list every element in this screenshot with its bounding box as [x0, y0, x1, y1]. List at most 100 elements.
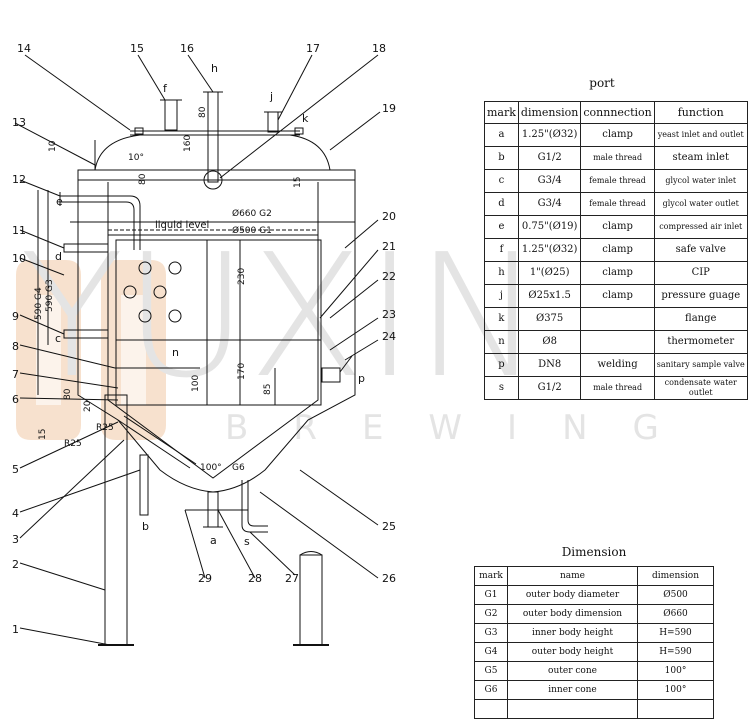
port-header-function: function — [653, 101, 748, 124]
dim-mark: G3 — [474, 623, 508, 643]
callout-1: 1 — [12, 623, 19, 636]
callout-24: 24 — [382, 330, 396, 343]
port-connection — [580, 330, 655, 354]
dim-mark: G1 — [474, 585, 508, 605]
port-dimension: G3/4 — [517, 192, 582, 216]
callout-4: 4 — [12, 507, 19, 520]
port-c — [63, 329, 109, 339]
port-connection: clamp — [580, 215, 655, 239]
dim-mark: G6 — [474, 680, 508, 700]
port-mark: k — [484, 307, 519, 331]
callout-29: 29 — [198, 572, 212, 585]
port-connection: female thread — [580, 169, 655, 193]
dimension-table-title: Dimension — [561, 545, 627, 559]
port-dimension: G1/2 — [517, 376, 582, 400]
port-mark: s — [484, 376, 519, 400]
port-function: glycol water inlet — [653, 169, 748, 193]
port-header-dimension: dimension — [517, 101, 582, 124]
port-j-nozzle — [267, 111, 279, 133]
tank-technical-drawing: 1 2 3 4 5 6 7 8 9 10 11 12 13 14 15 16 1… — [12, 42, 396, 646]
leg-right — [299, 554, 323, 646]
cip-spray-ball — [203, 170, 223, 190]
dim-header-mark: mark — [474, 566, 508, 586]
dim-value: H=590 — [637, 642, 714, 662]
port-b-nozzle — [139, 454, 149, 516]
dim-name: inner cone — [507, 680, 638, 700]
dim-value: Ø660 — [637, 604, 714, 624]
callout-14: 14 — [17, 42, 31, 55]
dim-d500: Ø500 G1 — [232, 225, 272, 236]
dim-h160: 160 — [183, 135, 193, 152]
callout-6: 6 — [12, 393, 19, 406]
dim-h170: 170 — [237, 363, 247, 380]
callout-7: 7 — [12, 368, 19, 381]
callout-19: 19 — [382, 102, 396, 115]
port-mark: b — [484, 146, 519, 170]
callout-3: 3 — [12, 533, 19, 546]
port-mark: a — [484, 123, 519, 147]
port-mark: e — [484, 215, 519, 239]
port-s-pipe — [241, 480, 268, 533]
port-function: CIP — [653, 261, 748, 285]
port-label-d: d — [55, 250, 62, 263]
callout-2: 2 — [12, 558, 19, 571]
liquid-level-label: liquid level — [155, 220, 209, 231]
port-dimension: DN8 — [517, 353, 582, 377]
port-mark: h — [484, 261, 519, 285]
port-dimension: 1.25"(Ø32) — [517, 123, 582, 147]
callout-18: 18 — [372, 42, 386, 55]
port-function: pressure guage — [653, 284, 748, 308]
port-label-a: a — [210, 534, 217, 547]
dim-h10: 10 — [48, 140, 58, 152]
dim-name: outer cone — [507, 661, 638, 681]
port-function: compressed air inlet — [653, 215, 748, 239]
port-dimension: G1/2 — [517, 146, 582, 170]
cooling-jacket-lower — [115, 339, 322, 406]
callout-5: 5 — [12, 463, 19, 476]
port-connection: male thread — [580, 146, 655, 170]
callout-21: 21 — [382, 240, 396, 253]
dim-h15-bottom: 15 — [38, 429, 48, 440]
dim-r25-inner: R25 — [96, 423, 114, 433]
port-mark: c — [484, 169, 519, 193]
dim-h590-g4: 590 G4 — [34, 287, 44, 320]
dim-h85: 85 — [263, 384, 273, 395]
callout-10: 10 — [12, 252, 26, 265]
port-table-title: port — [589, 76, 615, 90]
port-connection: female thread — [580, 192, 655, 216]
port-label-c: c — [55, 332, 61, 345]
dim-angle-100: 100° — [200, 463, 222, 473]
callout-23: 23 — [382, 308, 396, 321]
port-function: steam inlet — [653, 146, 748, 170]
port-connection: welding — [580, 353, 655, 377]
dim-value: Ø500 — [637, 585, 714, 605]
callout-13: 13 — [12, 116, 26, 129]
port-d — [63, 243, 109, 253]
port-function: sanitary sample valve — [653, 353, 748, 377]
port-f-nozzle — [164, 99, 178, 131]
dim-name: outer body diameter — [507, 585, 638, 605]
port-mark: f — [484, 238, 519, 262]
callout-16: 16 — [180, 42, 194, 55]
dim-h80-lower: 80 — [63, 388, 73, 400]
dim-value: 100° — [637, 661, 714, 681]
port-e-pipe — [60, 195, 141, 250]
port-function: flange — [653, 307, 748, 331]
dim-d660: Ø660 G2 — [232, 208, 272, 219]
dim-h100: 100 — [191, 375, 201, 392]
port-label-j: j — [269, 90, 273, 103]
dim-h230: 230 — [237, 268, 247, 285]
port-function: thermometer — [653, 330, 748, 354]
port-dimension: G3/4 — [517, 169, 582, 193]
brand-logo-watermark — [16, 260, 166, 440]
dim-angle-10: 10° — [128, 153, 144, 163]
callout-20: 20 — [382, 210, 396, 223]
